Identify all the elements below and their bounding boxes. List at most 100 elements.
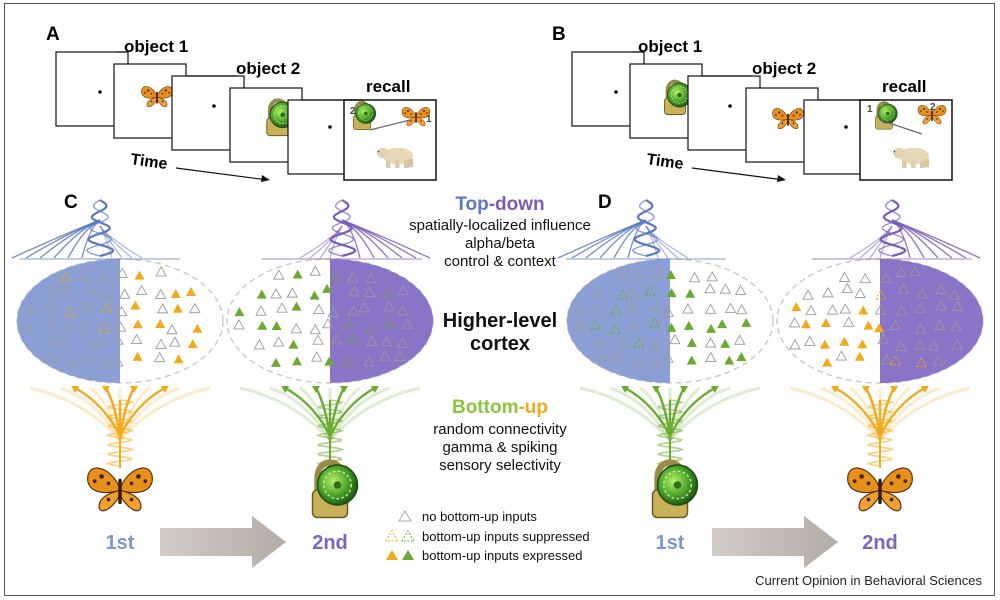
- top-down-helix: [87, 199, 115, 258]
- expressed-triangle: [309, 290, 320, 300]
- cortex-left-half: [567, 259, 670, 383]
- expressed-triangle: [874, 323, 885, 333]
- cortex-right-half: [330, 259, 433, 383]
- top-down-helix: [327, 199, 355, 257]
- empty-triangle: [596, 350, 608, 361]
- empty-triangle: [22, 322, 34, 334]
- empty-triangle: [625, 302, 638, 313]
- top-down-helix: [85, 199, 113, 257]
- suppressed-triangle: [915, 356, 928, 368]
- top-down-line-3: control & context: [444, 253, 557, 270]
- sequence-arrow-c: [160, 516, 286, 568]
- empty-triangle: [154, 351, 166, 362]
- empty-triangle: [365, 272, 377, 283]
- bottom-up-terminal: [281, 386, 290, 393]
- empty-triangle: [734, 284, 747, 295]
- legend-symbol-suppressed-green: [401, 530, 415, 542]
- expressed-triangle: [134, 270, 145, 280]
- empty-triangle: [839, 303, 852, 314]
- bottom-up-fiber: [878, 386, 926, 437]
- empty-triangle: [309, 323, 322, 335]
- empty-triangle: [83, 354, 95, 365]
- empty-triangle: [735, 303, 748, 315]
- top-down-word-1: Top: [455, 194, 488, 215]
- empty-triangle: [154, 288, 167, 299]
- expressed-triangle: [292, 356, 303, 366]
- expressed-triangle: [854, 351, 865, 361]
- suppressed-triangle: [342, 316, 355, 328]
- panel-c-letter: C: [64, 192, 78, 213]
- center-text: Top-down spatially-localized influence a…: [409, 194, 591, 474]
- empty-triangle: [916, 288, 928, 299]
- empty-triangle: [935, 283, 947, 295]
- bottom-up-fiber-faded: [819, 386, 882, 441]
- bottom-up-line-2: gamma & spiking: [442, 439, 557, 456]
- bottom-up-fiber: [668, 386, 716, 437]
- bottom-up-terminal: [71, 386, 80, 393]
- empty-triangle: [927, 339, 940, 351]
- recall-number-left: 2: [350, 106, 356, 117]
- suppressed-triangle: [609, 323, 622, 334]
- empty-triangle: [43, 300, 55, 311]
- empty-triangle: [682, 303, 694, 314]
- empty-triangle: [592, 287, 604, 299]
- expressed-triangle: [292, 269, 303, 279]
- empty-triangle: [313, 303, 325, 315]
- empty-triangle: [889, 319, 901, 331]
- legend-item-2: bottom-up inputs suppressed: [422, 529, 590, 544]
- suppressed-triangle: [589, 319, 601, 330]
- bottom-up-fiber-faded: [59, 386, 122, 441]
- empty-triangle: [99, 288, 112, 300]
- expressed-triangle: [291, 301, 302, 311]
- expressed-triangle: [717, 319, 728, 329]
- expressed-triangle: [857, 339, 868, 349]
- expressed-triangle: [234, 307, 245, 317]
- empty-triangle: [118, 288, 131, 299]
- recall-number-left: 1: [867, 104, 873, 115]
- expressed-triangle: [820, 317, 831, 327]
- bottom-up-fiber: [328, 386, 376, 437]
- top-down-layer: [11, 199, 981, 260]
- fixation-dot: [212, 104, 216, 108]
- bottom-up-terminal: [890, 386, 898, 393]
- empty-triangle: [396, 305, 409, 316]
- bottom-up-terminal: [652, 386, 660, 393]
- time-label: Time: [129, 151, 168, 173]
- expressed-triangle: [187, 339, 198, 349]
- empty-triangle: [633, 357, 646, 369]
- empty-triangle: [358, 301, 370, 313]
- expressed-triangle: [822, 357, 833, 367]
- empty-triangle: [290, 322, 303, 334]
- empty-triangle: [628, 318, 640, 330]
- empty-triangle: [65, 356, 78, 368]
- empty-triangle: [632, 270, 645, 281]
- suppressed-triangle: [64, 306, 77, 317]
- suppressed-triangle: [633, 337, 645, 348]
- empty-triangle: [913, 338, 926, 350]
- top-down-word-2: -down: [489, 194, 545, 215]
- empty-triangle: [733, 334, 746, 345]
- expressed-triangle: [800, 319, 811, 329]
- empty-triangle: [347, 304, 360, 316]
- empty-triangle: [112, 356, 124, 367]
- empty-triangle: [115, 305, 128, 317]
- expressed-triangle: [130, 300, 141, 310]
- empty-triangle: [286, 287, 299, 298]
- empty-triangle: [802, 289, 814, 300]
- empty-triangle: [112, 334, 124, 345]
- expressed-triangle: [839, 336, 850, 346]
- top-down-heading: Top-down: [455, 194, 544, 215]
- expressed-triangle: [271, 320, 282, 330]
- empty-triangle: [322, 317, 334, 329]
- empty-triangle: [951, 339, 963, 350]
- bottom-up-fiber-faded: [239, 386, 332, 442]
- empty-triangle: [880, 272, 892, 283]
- suppressed-triangle: [329, 270, 342, 282]
- bottom-up-fiber-faded: [29, 386, 122, 442]
- recall-number-right: 1: [426, 114, 432, 125]
- time-label: Time: [645, 151, 684, 173]
- expressed-triangle: [132, 351, 143, 361]
- padlock-icon: [653, 463, 698, 518]
- empty-triangle: [895, 304, 908, 316]
